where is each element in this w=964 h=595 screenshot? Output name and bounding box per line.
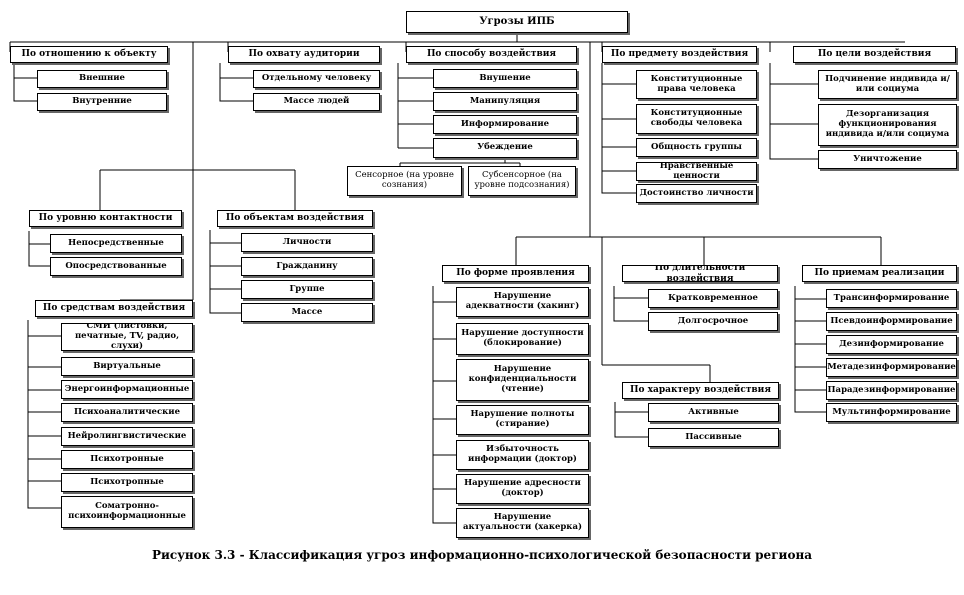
group-form-header: По форме проявления <box>442 265 589 282</box>
group-form-item: Нарушение актуальности (хакерка) <box>456 508 589 538</box>
group-object-item: Внутренние <box>37 93 167 111</box>
group-goal-item: Подчинение индивида и/или социума <box>818 70 957 99</box>
group-subject-item: Общность группы <box>636 138 757 157</box>
group-targets-item: Группе <box>241 280 373 299</box>
group-method-item: Внушение <box>433 69 577 88</box>
group-audience-header: По охвату аудитории <box>228 46 380 63</box>
group-subject-item: Достоинство личности <box>636 184 757 203</box>
figure-caption: Рисунок 3.3 - Классификация угроз информ… <box>151 548 813 562</box>
group-nature-header: По характеру воздействия <box>622 382 779 399</box>
group-technique-item: Метадезинформирование <box>826 358 957 377</box>
root-node: Угрозы ИПБ <box>406 11 628 33</box>
group-technique-item: Псевдоинформирование <box>826 312 957 331</box>
group-technique-item: Трансинформирование <box>826 289 957 308</box>
method-sub-item: Сенсорное (на уровне сознания) <box>347 166 462 196</box>
group-means-item: Психоаналитические <box>61 403 193 422</box>
group-nature-item: Пассивные <box>648 428 779 447</box>
method-sub-item: Субсенсорное (на уровне подсознания) <box>468 166 576 196</box>
group-means-item: СМИ (листовки, печатные, TV, радио, слух… <box>61 323 193 351</box>
group-means-item: Нейролингвистические <box>61 427 193 446</box>
group-contact-header: По уровню контактности <box>29 210 182 227</box>
group-subject-item: Конституционные свободы человека <box>636 104 757 134</box>
group-object-item: Внешние <box>37 70 167 88</box>
group-nature-item: Активные <box>648 403 779 422</box>
group-goal-item: Дезорганизация функционирования индивида… <box>818 104 957 146</box>
group-duration-item: Долгосрочное <box>648 312 778 331</box>
group-subject-item: Нравственные ценности <box>636 162 757 181</box>
group-means-item: Психотропные <box>61 473 193 492</box>
group-targets-item: Личности <box>241 233 373 252</box>
group-form-item: Нарушение конфиденциальности (чтение) <box>456 359 589 401</box>
group-method-item: Информирование <box>433 115 577 134</box>
group-means-item: Соматронно-психоинформационные <box>61 496 193 528</box>
group-targets-header: По объектам воздействия <box>217 210 373 227</box>
group-audience-item: Массе людей <box>253 93 380 111</box>
group-means-header: По средствам воздействия <box>35 300 193 317</box>
group-technique-item: Дезинформирование <box>826 335 957 354</box>
group-method-item: Убеждение <box>433 138 577 158</box>
group-duration-item: Кратковременное <box>648 289 778 308</box>
group-form-item: Нарушение адресности (доктор) <box>456 474 589 504</box>
group-targets-item: Массе <box>241 303 373 322</box>
group-targets-item: Гражданину <box>241 257 373 276</box>
group-form-item: Избыточность информации (доктор) <box>456 440 589 470</box>
group-means-item: Энергоинформационные <box>61 380 193 399</box>
group-form-item: Нарушение адекватности (хакинг) <box>456 287 589 317</box>
group-audience-item: Отдельному человеку <box>253 70 380 88</box>
group-contact-item: Непосредственные <box>50 234 182 253</box>
group-form-item: Нарушение полноты (стирание) <box>456 405 589 435</box>
group-means-item: Психотронные <box>61 450 193 469</box>
group-method-item: Манипуляция <box>433 92 577 111</box>
group-technique-item: Мультинформирование <box>826 403 957 422</box>
group-method-header: По способу воздействия <box>406 46 577 63</box>
group-goal-header: По цели воздействия <box>793 46 956 63</box>
group-subject-item: Конституционные права человека <box>636 70 757 99</box>
group-object-header: По отношению к объекту <box>10 46 168 63</box>
group-technique-item: Парадезинформирование <box>826 381 957 400</box>
group-goal-item: Уничтожение <box>818 150 957 169</box>
group-technique-header: По приемам реализации <box>802 265 957 282</box>
group-subject-header: По предмету воздействия <box>602 46 757 63</box>
group-duration-header: По длительности воздействия <box>622 265 778 282</box>
group-contact-item: Опосредствованные <box>50 257 182 276</box>
group-form-item: Нарушение доступности (блокирование) <box>456 323 589 355</box>
group-means-item: Виртуальные <box>61 357 193 376</box>
